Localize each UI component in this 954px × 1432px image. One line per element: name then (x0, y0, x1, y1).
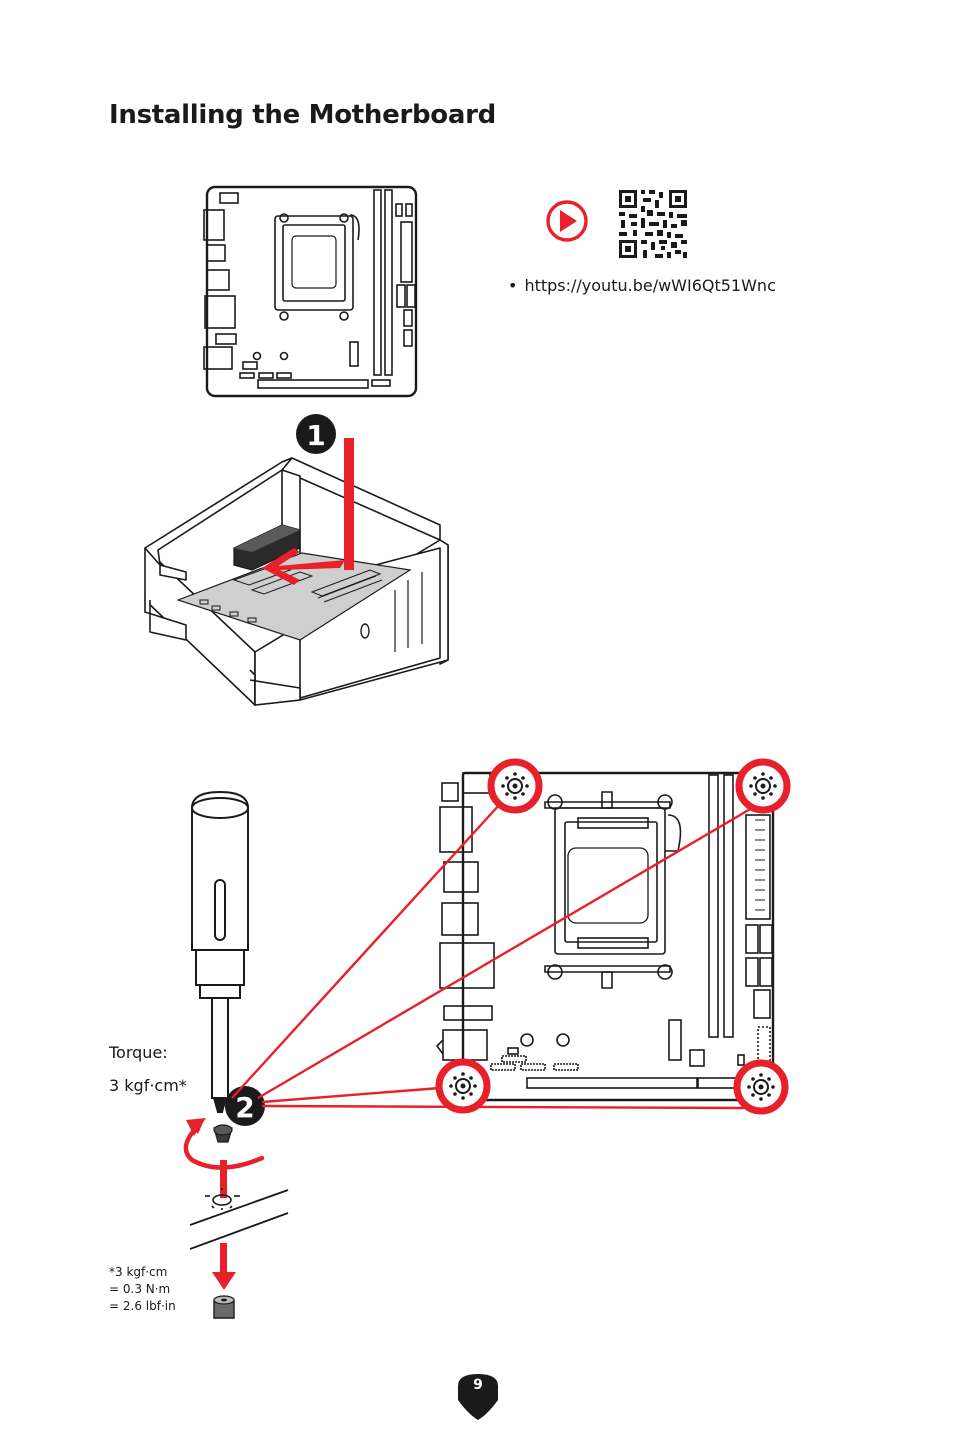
qr-code[interactable] (619, 190, 687, 258)
torque-label: Torque: (109, 1043, 168, 1062)
page-title: Installing the Motherboard (109, 100, 496, 130)
screw-hole-markers (435, 758, 791, 1115)
video-url[interactable]: https://youtu.be/wWI6Qt51Wnc (524, 276, 776, 295)
motherboard-large (435, 771, 775, 1102)
bullet: • (508, 276, 518, 295)
motherboard-small (203, 185, 418, 398)
torque-conversion-line: *3 kgf·cm (109, 1265, 168, 1279)
play-icon[interactable] (546, 200, 588, 242)
torque-conversion-line: = 0.3 N·m (109, 1282, 171, 1296)
page-number-badge (458, 1374, 498, 1420)
standoff-icon (213, 1295, 235, 1319)
page-number: 9 (473, 1377, 483, 1393)
step-1-badge (296, 414, 336, 454)
step-2-number: 2 (235, 1091, 254, 1124)
standoff-hole-icon (205, 1188, 240, 1210)
torque-value: 3 kgf·cm* (109, 1076, 187, 1095)
video-link[interactable]: • https://youtu.be/wWI6Qt51Wnc (508, 276, 776, 295)
torque-conversion-line: = 2.6 lbf·in (109, 1299, 176, 1313)
screwdriver-illustration (191, 790, 249, 1113)
case-illustration (144, 438, 449, 706)
screw-location-lines (231, 803, 753, 1110)
step-1-number: 1 (306, 419, 325, 452)
screw-icon (213, 1124, 233, 1143)
